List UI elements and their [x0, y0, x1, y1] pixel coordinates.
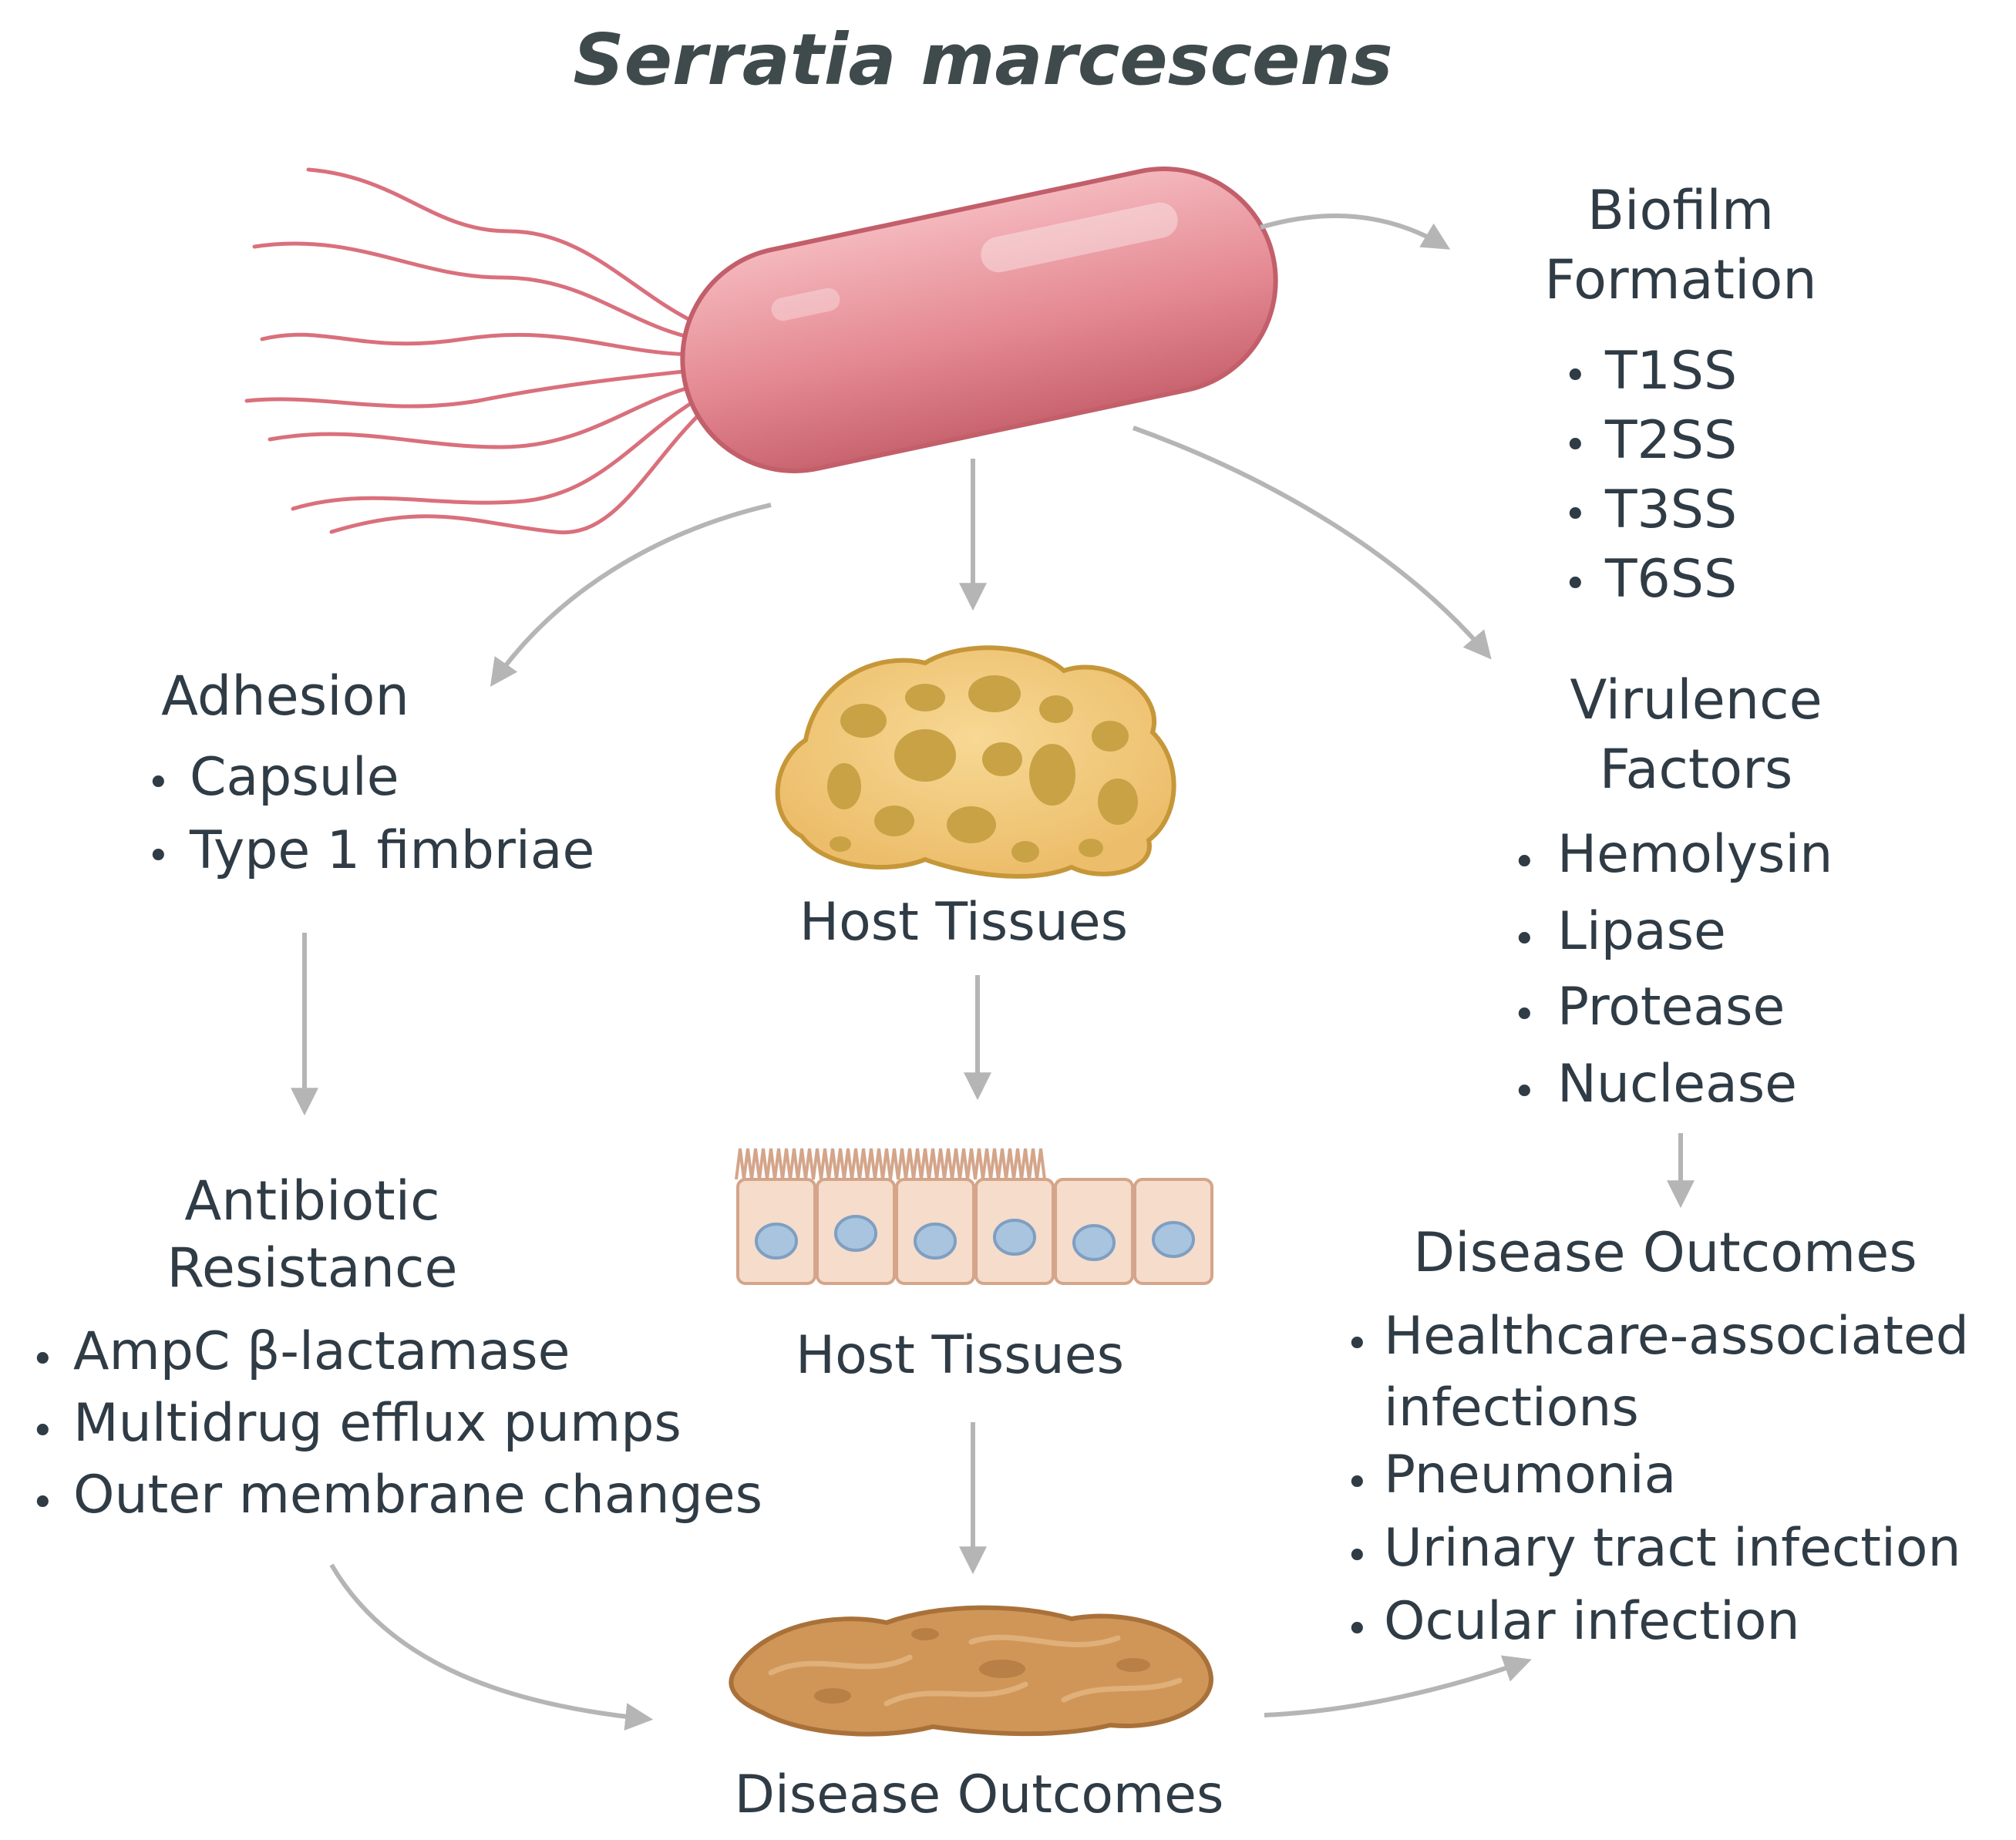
virulence-heading-line-1: Virulence	[1570, 668, 1822, 732]
disease-outcomes-label: Disease Outcomes	[734, 1764, 1224, 1825]
flagella	[244, 167, 708, 535]
disease-item-healthcare: Healthcare-associated	[1384, 1306, 1969, 1367]
arrow-to-adhesion	[490, 503, 772, 687]
virulence-heading-line-2: Factors	[1599, 738, 1793, 801]
resistance-item-membrane: Outer membrane changes	[73, 1465, 763, 1525]
adhesion-heading: Adhesion	[161, 664, 409, 728]
biofilm-item-t1ss: T1SS	[1605, 341, 1738, 402]
disease-item-healthcare-cont: infections	[1384, 1377, 1639, 1438]
disease-item-uti: Urinary tract infection	[1384, 1518, 1961, 1579]
bullet: •	[1513, 992, 1536, 1038]
bullet: •	[1513, 917, 1536, 963]
bullet: •	[1345, 1321, 1369, 1367]
adhesion-item-fimbriae: Type 1 fimbriae	[190, 820, 595, 881]
biofilm-heading-line-2: Formation	[1544, 248, 1817, 311]
bullet: •	[146, 760, 170, 806]
arrow-disease-to-outcomes	[1264, 1655, 1532, 1717]
bullet: •	[1345, 1460, 1369, 1506]
bullet: •	[1563, 422, 1587, 469]
bullet: •	[31, 1337, 55, 1383]
biofilm-item-t6ss: T6SS	[1605, 549, 1738, 610]
biofilm-heading-line-1: Biofilm	[1587, 179, 1775, 242]
disease-outcomes-heading: Disease Outcomes	[1413, 1221, 1917, 1284]
disease-item-ocular: Ocular infection	[1384, 1591, 1800, 1652]
virulence-item-protease: Protease	[1557, 977, 1785, 1038]
biofilm-item-t2ss: T2SS	[1605, 410, 1738, 471]
bullet: •	[1563, 561, 1587, 607]
bullet: •	[146, 833, 170, 880]
bullet: •	[31, 1480, 55, 1526]
resistance-item-efflux: Multidrug efflux pumps	[73, 1393, 682, 1454]
arrow-to-biofilm	[1260, 214, 1451, 250]
arrow-resistance-to-disease	[329, 1563, 654, 1731]
host-tissues-label-1: Host Tissues	[799, 892, 1128, 953]
biofilm-item-t3ss: T3SS	[1605, 479, 1738, 540]
bullet: •	[1513, 839, 1536, 886]
resistance-heading-line-1: Antibiotic	[184, 1169, 440, 1233]
bacterium-icon	[680, 167, 1278, 473]
arrow-to-virulence	[1132, 426, 1492, 660]
disease-tissue-icon	[729, 1605, 1213, 1737]
bullet: •	[1513, 1069, 1536, 1115]
host-tissue-icon	[775, 645, 1176, 879]
bullet: •	[1345, 1606, 1369, 1653]
disease-item-pneumonia: Pneumonia	[1384, 1445, 1677, 1505]
arrows	[291, 214, 1695, 1731]
adhesion-item-capsule: Capsule	[190, 747, 399, 808]
virulence-item-hemolysin: Hemolysin	[1557, 824, 1833, 885]
resistance-heading-line-2: Resistance	[167, 1236, 458, 1300]
virulence-item-nuclease: Nuclease	[1557, 1054, 1798, 1115]
virulence-item-lipase: Lipase	[1557, 901, 1726, 962]
bullet: •	[31, 1408, 55, 1455]
host-tissues-label-2: Host Tissues	[796, 1325, 1124, 1386]
resistance-item-ampc: AmpC β-lactamase	[73, 1321, 570, 1382]
bullet: •	[1345, 1533, 1369, 1579]
bullet: •	[1563, 353, 1587, 399]
bullet: •	[1563, 492, 1587, 538]
epithelium-icon	[735, 1148, 1213, 1285]
diagram-title: Serratia marcescens	[573, 19, 1393, 101]
